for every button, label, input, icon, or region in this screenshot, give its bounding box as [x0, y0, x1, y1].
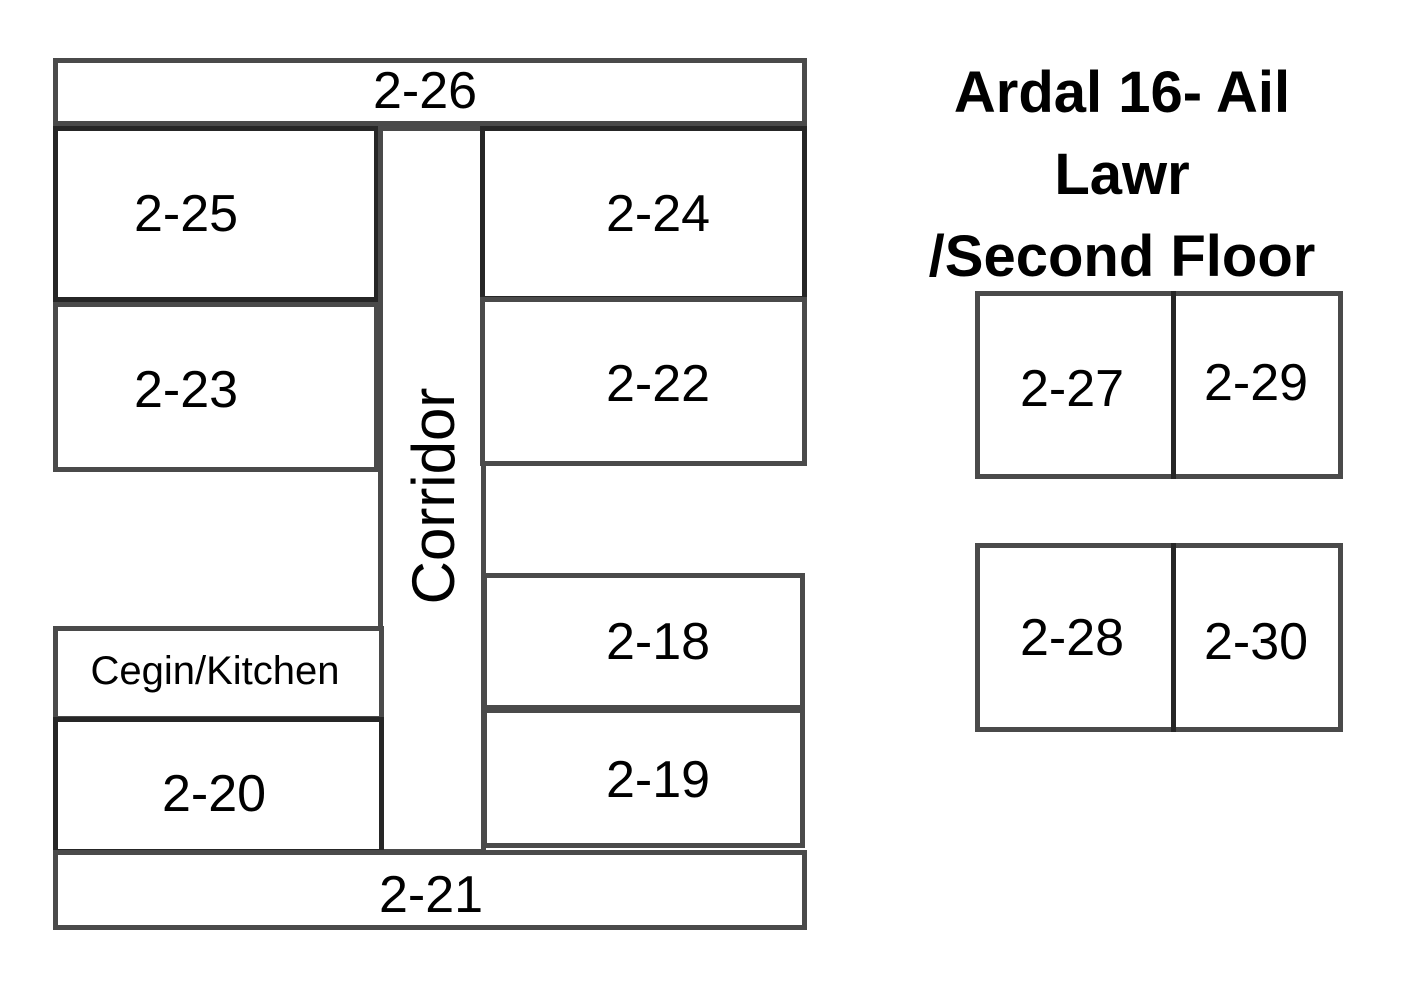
room-2-19: [482, 708, 805, 848]
room-2-21-label: 2-21: [378, 866, 484, 924]
room-2-20: [53, 717, 384, 854]
divider-2-27-2-29: [1171, 291, 1176, 479]
room-2-23: [53, 302, 379, 472]
room-2-28-label: 2-28: [1019, 609, 1125, 667]
room-2-21: [53, 850, 807, 930]
room-2-29-label: 2-29: [1203, 354, 1309, 412]
room-2-27: [975, 291, 1177, 479]
room-2-19-label: 2-19: [605, 751, 711, 809]
room-2-24-label: 2-24: [605, 185, 711, 243]
room-2-25-label: 2-25: [133, 185, 239, 243]
room-2-26: [53, 58, 807, 126]
room-2-25: [53, 126, 379, 302]
room-2-22: [480, 297, 807, 466]
room-2-22-label: 2-22: [605, 355, 711, 413]
floor-title: Ardal 16- Ail Lawr /Second Floor: [872, 52, 1372, 298]
room-2-29: [1171, 291, 1343, 479]
room-2-23-label: 2-23: [133, 361, 239, 419]
room-2-30-label: 2-30: [1203, 613, 1309, 671]
corridor: [378, 126, 486, 854]
floor-title-line-2: Lawr: [1054, 142, 1190, 207]
room-2-20-label: 2-20: [161, 765, 267, 823]
room-2-27-label: 2-27: [1019, 360, 1125, 418]
corridor-label: Corridor: [400, 387, 467, 605]
kitchen-label: Cegin/Kitchen: [90, 649, 340, 693]
room-2-26-label: 2-26: [372, 62, 478, 120]
room-2-18-label: 2-18: [605, 613, 711, 671]
floor-title-line-1: Ardal 16- Ail: [953, 60, 1291, 125]
floor-title-line-3: /Second Floor: [928, 224, 1316, 289]
divider-2-28-2-30: [1171, 543, 1176, 732]
room-2-18: [482, 573, 805, 710]
